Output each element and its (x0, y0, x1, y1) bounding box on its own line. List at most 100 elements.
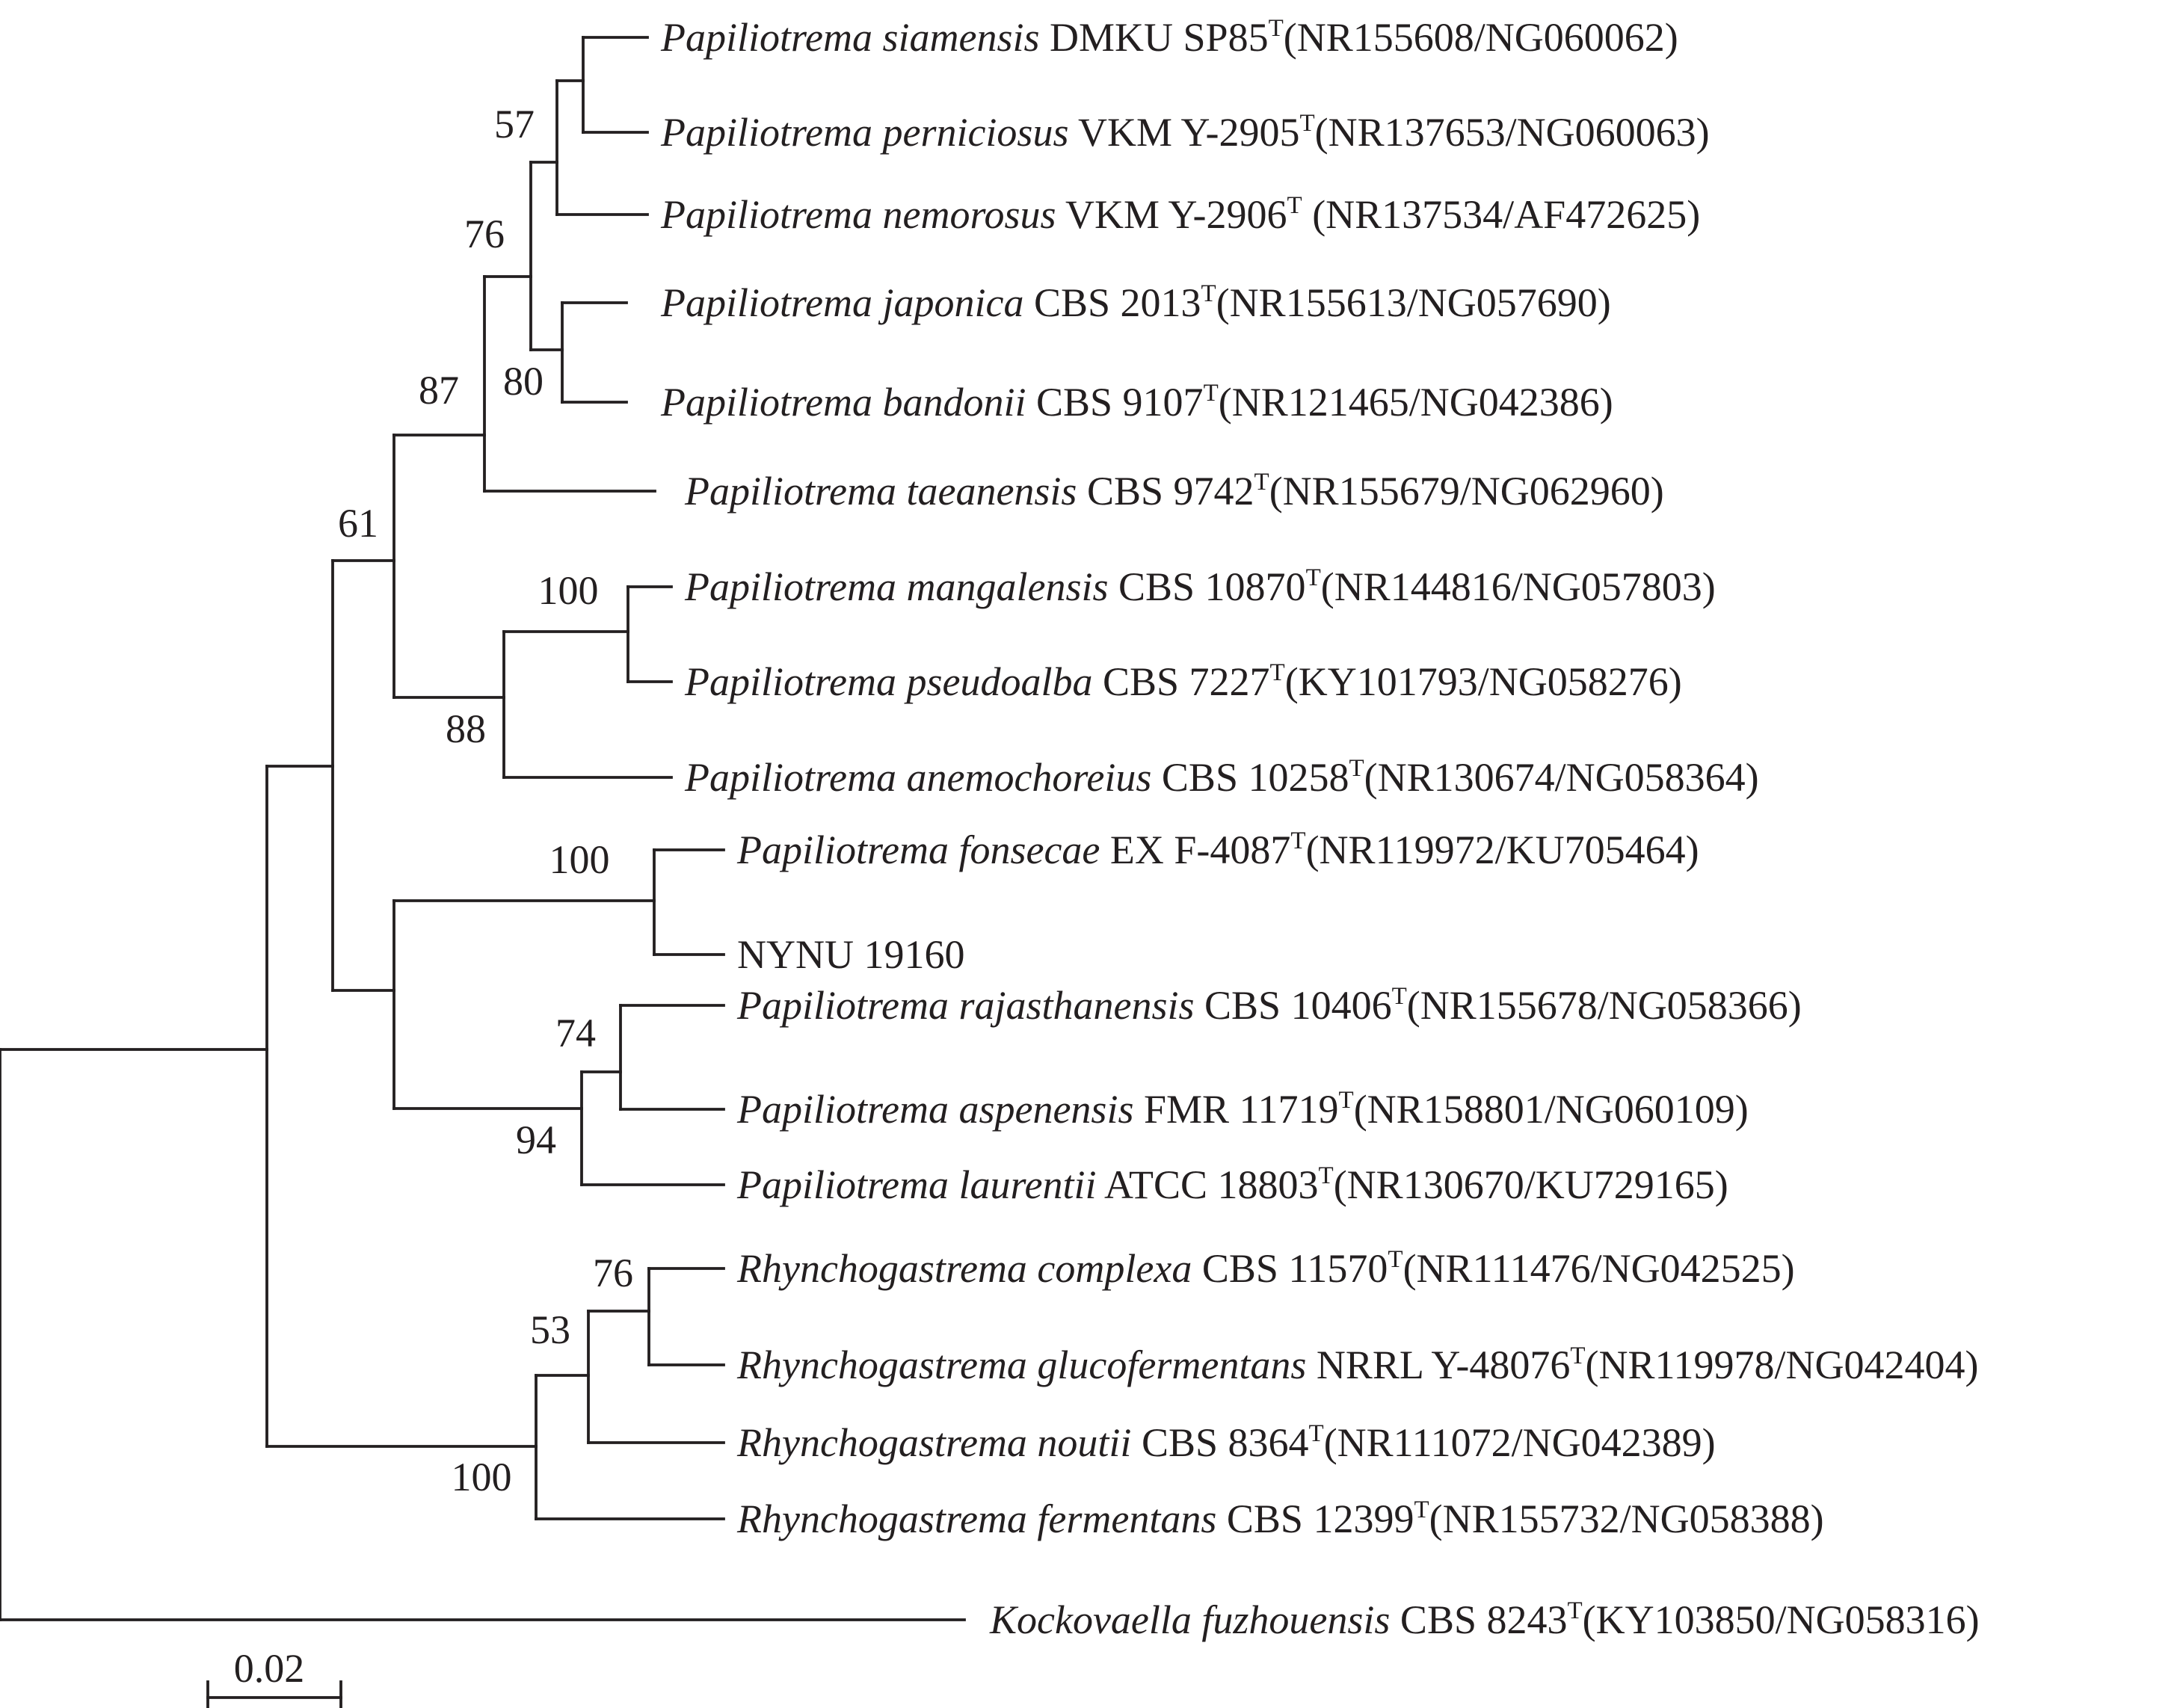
type-strain-mark: T (1414, 1496, 1429, 1523)
taxon-name: Papiliotrema pseudoalba (684, 659, 1092, 704)
taxon-label: Papiliotrema japonica CBS 2013T(NR155613… (660, 280, 1611, 325)
taxon-label: Papiliotrema nemorosus VKM Y-2906T (NR13… (660, 192, 1700, 237)
taxon-name: Papiliotrema taeanensis (684, 469, 1077, 514)
type-strain-mark: T (1270, 659, 1285, 686)
bootstrap-value: 53 (530, 1307, 570, 1352)
bootstrap-value: 88 (446, 706, 486, 751)
type-strain-mark: T (1269, 15, 1284, 42)
strain-name: CBS 8364 (1131, 1420, 1308, 1465)
bootstrap-value: 100 (549, 837, 610, 882)
accession-numbers: (NR155679/NG062960) (1269, 469, 1664, 514)
strain-name: CBS 10870 (1108, 564, 1305, 609)
accession-numbers: (NR155613/NG057690) (1216, 280, 1611, 325)
strain-name: VKM Y-2906 (1056, 192, 1287, 237)
strain-name: NYNU 19160 (737, 932, 965, 977)
bootstrap-value: 100 (452, 1455, 512, 1499)
taxon-label: Papiliotrema pseudoalba CBS 7227T(KY1017… (684, 659, 1682, 704)
taxon-label: Rhynchogastrema noutii CBS 8364T(NR11107… (736, 1420, 1716, 1465)
accession-numbers: (NR121465/NG042386) (1219, 380, 1613, 425)
taxon-label: Papiliotrema anemochoreius CBS 10258T(NR… (684, 755, 1759, 800)
strain-name: CBS 11570 (1192, 1246, 1388, 1291)
taxon-name: Papiliotrema bandonii (660, 380, 1026, 425)
taxon-name: Papiliotrema fonsecae (736, 827, 1100, 872)
taxon-name: Kockovaella fuzhouensis (989, 1597, 1390, 1642)
bootstrap-value: 80 (503, 359, 544, 404)
taxon-label: Rhynchogastrema glucofermentans NRRL Y-4… (736, 1342, 1979, 1387)
type-strain-mark: T (1339, 1087, 1354, 1114)
accession-numbers: (NR119972/KU705464) (1306, 827, 1699, 872)
tree-branches (0, 36, 966, 1621)
taxon-name: Papiliotrema perniciosus (660, 110, 1068, 155)
taxon-name: Rhynchogastrema fermentans (736, 1496, 1216, 1541)
bootstrap-value: 94 (516, 1117, 556, 1162)
taxon-label: Kockovaella fuzhouensis CBS 8243T(KY1038… (989, 1597, 1980, 1642)
accession-numbers: (NR155732/NG058388) (1429, 1496, 1824, 1541)
accession-numbers: (NR137653/NG060063) (1315, 110, 1710, 155)
taxon-name: Papiliotrema laurentii (736, 1162, 1096, 1207)
accession-numbers: (NR111072/NG042389) (1324, 1420, 1716, 1465)
strain-name: VKM Y-2905 (1068, 110, 1299, 155)
type-strain-mark: T (1290, 827, 1305, 854)
bootstrap-value: 76 (464, 212, 505, 256)
taxon-label: Papiliotrema perniciosus VKM Y-2905T(NR1… (660, 110, 1710, 155)
strain-name: CBS 12399 (1216, 1496, 1414, 1541)
type-strain-mark: T (1319, 1162, 1334, 1189)
type-strain-mark: T (1388, 1246, 1403, 1273)
strain-name: FMR 11719 (1133, 1087, 1338, 1132)
taxon-name: Rhynchogastrema glucofermentans (736, 1342, 1306, 1387)
strain-name: DMKU SP85 (1040, 15, 1269, 60)
bootstrap-value: 61 (338, 501, 378, 546)
strain-name: NRRL Y-48076 (1306, 1342, 1570, 1387)
taxon-name: Papiliotrema siamensis (660, 15, 1040, 60)
accession-numbers: (NR137534/AF472625) (1302, 192, 1701, 237)
strain-name: ATCC 18803 (1096, 1162, 1318, 1207)
accession-numbers: (NR111476/NG042525) (1403, 1246, 1795, 1291)
taxon-label: Papiliotrema taeanensis CBS 9742T(NR1556… (684, 469, 1664, 514)
taxon-name: Papiliotrema aspenensis (736, 1087, 1133, 1132)
type-strain-mark: T (1570, 1342, 1585, 1369)
taxon-label: Papiliotrema laurentii ATCC 18803T(NR130… (736, 1162, 1728, 1207)
type-strain-mark: T (1309, 1420, 1324, 1447)
taxon-label: Rhynchogastrema complexa CBS 11570T(NR11… (736, 1246, 1795, 1291)
bootstrap-value: 87 (419, 368, 459, 413)
scale-bar: 0.02 (206, 1646, 342, 1708)
taxon-label: Papiliotrema fonsecae EX F-4087T(NR11997… (736, 827, 1699, 872)
bootstrap-value: 74 (555, 1011, 596, 1055)
strain-name: EX F-4087 (1100, 827, 1290, 872)
accession-numbers: (NR155678/NG058366) (1407, 983, 1802, 1028)
accession-numbers: (NR119978/NG042404) (1586, 1342, 1979, 1387)
taxon-name: Papiliotrema anemochoreius (684, 755, 1151, 800)
strain-name: CBS 9742 (1077, 469, 1254, 514)
taxon-label: Papiliotrema mangalensis CBS 10870T(NR14… (684, 564, 1716, 609)
taxon-name: Papiliotrema rajasthanensis (736, 983, 1195, 1028)
taxon-name: Rhynchogastrema noutii (736, 1420, 1131, 1465)
strain-name: CBS 10406 (1195, 983, 1392, 1028)
taxon-label: Papiliotrema bandonii CBS 9107T(NR121465… (660, 380, 1613, 425)
bootstrap-value: 76 (593, 1251, 633, 1295)
taxon-labels: Papiliotrema siamensis DMKU SP85T(NR1556… (660, 15, 1980, 1642)
accession-numbers: (NR158801/NG060109) (1354, 1087, 1749, 1132)
taxon-label: NYNU 19160 (737, 932, 965, 977)
type-strain-mark: T (1300, 110, 1315, 137)
type-strain-mark: T (1287, 192, 1302, 219)
strain-name: CBS 9107 (1026, 380, 1203, 425)
taxon-name: Papiliotrema japonica (660, 280, 1023, 325)
taxon-name: Papiliotrema mangalensis (684, 564, 1108, 609)
type-strain-mark: T (1568, 1597, 1583, 1624)
type-strain-mark: T (1392, 983, 1407, 1010)
bootstrap-value: 100 (538, 568, 599, 613)
accession-numbers: (NR144816/NG057803) (1321, 564, 1716, 609)
type-strain-mark: T (1306, 564, 1321, 591)
accession-numbers: (NR130670/KU729165) (1334, 1162, 1728, 1207)
accession-numbers: (KY103850/NG058316) (1583, 1597, 1980, 1642)
taxon-name: Papiliotrema nemorosus (660, 192, 1056, 237)
taxon-label: Papiliotrema aspenensis FMR 11719T(NR158… (736, 1087, 1749, 1132)
taxon-label: Rhynchogastrema fermentans CBS 12399T(NR… (736, 1496, 1824, 1541)
type-strain-mark: T (1201, 280, 1216, 307)
taxon-name: Rhynchogastrema complexa (736, 1246, 1192, 1291)
strain-name: CBS 8243 (1390, 1597, 1567, 1642)
taxon-label: Papiliotrema siamensis DMKU SP85T(NR1556… (660, 15, 1678, 60)
strain-name: CBS 2013 (1023, 280, 1201, 325)
